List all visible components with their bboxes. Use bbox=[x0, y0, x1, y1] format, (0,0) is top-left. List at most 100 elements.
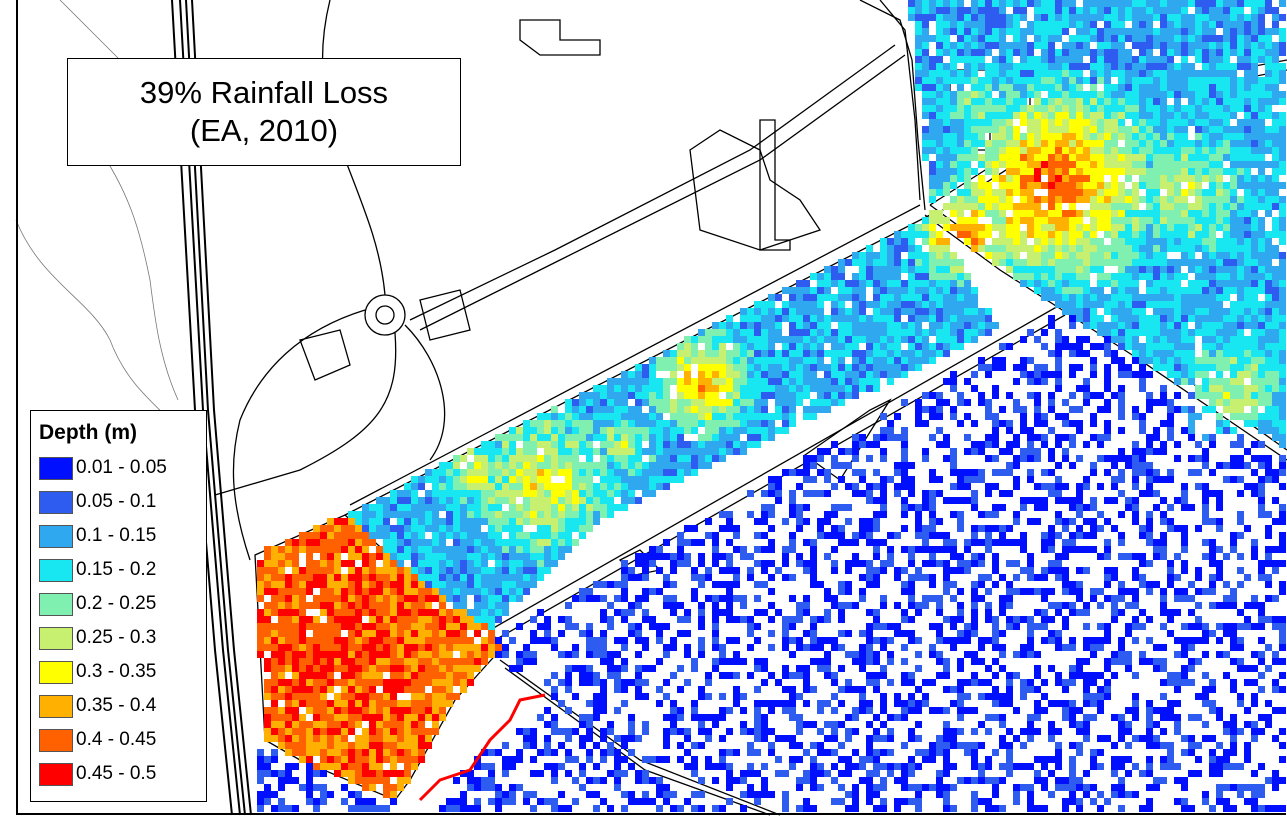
depth-cell bbox=[1139, 378, 1146, 385]
depth-cell bbox=[1076, 112, 1083, 119]
depth-cell bbox=[285, 553, 292, 560]
depth-cell bbox=[1020, 14, 1027, 21]
depth-cell bbox=[1209, 28, 1216, 35]
depth-cell bbox=[1209, 399, 1216, 406]
depth-cell bbox=[1076, 231, 1083, 238]
depth-cell bbox=[824, 336, 831, 343]
depth-cell bbox=[586, 406, 593, 413]
depth-cell bbox=[649, 399, 656, 406]
depth-cell bbox=[1048, 371, 1055, 378]
depth-cell bbox=[782, 420, 789, 427]
depth-cell bbox=[817, 364, 824, 371]
depth-cell bbox=[586, 441, 593, 448]
depth-cell bbox=[754, 343, 761, 350]
depth-cell bbox=[768, 483, 775, 490]
depth-cell bbox=[1097, 455, 1104, 462]
depth-cell bbox=[747, 378, 754, 385]
depth-cell bbox=[320, 539, 327, 546]
depth-cell bbox=[1013, 49, 1020, 56]
depth-cell bbox=[1279, 231, 1286, 238]
depth-cell bbox=[1265, 203, 1272, 210]
depth-cell bbox=[901, 245, 908, 252]
depth-cell bbox=[516, 483, 523, 490]
depth-cell bbox=[936, 231, 943, 238]
depth-cell bbox=[320, 525, 327, 532]
depth-cell bbox=[621, 497, 628, 504]
depth-cell bbox=[432, 567, 439, 574]
depth-cell bbox=[831, 378, 838, 385]
depth-cell bbox=[852, 378, 859, 385]
depth-cell bbox=[831, 511, 838, 518]
depth-cell bbox=[1202, 217, 1209, 224]
depth-cell bbox=[740, 378, 747, 385]
depth-cell bbox=[383, 574, 390, 581]
depth-cell bbox=[1034, 518, 1041, 525]
depth-cell bbox=[1258, 427, 1265, 434]
depth-cell bbox=[1251, 371, 1258, 378]
depth-cell bbox=[1216, 392, 1223, 399]
depth-cell bbox=[600, 441, 607, 448]
depth-cell bbox=[1279, 252, 1286, 259]
depth-cell bbox=[502, 567, 509, 574]
depth-cell bbox=[1167, 273, 1174, 280]
depth-cell bbox=[873, 301, 880, 308]
depth-cell bbox=[950, 91, 957, 98]
depth-cell bbox=[971, 21, 978, 28]
depth-cell bbox=[488, 483, 495, 490]
depth-cell bbox=[1041, 168, 1048, 175]
depth-cell bbox=[453, 483, 460, 490]
depth-cell bbox=[1006, 105, 1013, 112]
depth-cell bbox=[922, 525, 929, 532]
depth-cell bbox=[579, 490, 586, 497]
depth-cell bbox=[1202, 455, 1209, 462]
depth-cell bbox=[1118, 322, 1125, 329]
depth-cell bbox=[495, 574, 502, 581]
depth-cell bbox=[950, 182, 957, 189]
depth-cell bbox=[1209, 56, 1216, 63]
depth-cell bbox=[425, 567, 432, 574]
depth-cell bbox=[964, 147, 971, 154]
depth-cell bbox=[299, 567, 306, 574]
depth-cell bbox=[978, 329, 985, 336]
depth-cell bbox=[964, 336, 971, 343]
depth-cell bbox=[691, 350, 698, 357]
depth-cell bbox=[1195, 35, 1202, 42]
depth-cell bbox=[915, 0, 922, 7]
depth-cell bbox=[1181, 308, 1188, 315]
depth-cell bbox=[992, 357, 999, 364]
depth-cell bbox=[985, 455, 992, 462]
depth-cell bbox=[1251, 490, 1258, 497]
depth-cell bbox=[1111, 126, 1118, 133]
depth-cell bbox=[985, 434, 992, 441]
depth-cell bbox=[831, 462, 838, 469]
depth-cell bbox=[866, 525, 873, 532]
depth-cell bbox=[1209, 126, 1216, 133]
depth-cell bbox=[985, 14, 992, 21]
depth-cell bbox=[726, 448, 733, 455]
depth-cell bbox=[978, 28, 985, 35]
depth-cell bbox=[1048, 126, 1055, 133]
depth-cell bbox=[1139, 322, 1146, 329]
depth-cell bbox=[1055, 217, 1062, 224]
depth-cell bbox=[544, 567, 551, 574]
depth-cell bbox=[824, 385, 831, 392]
depth-cell bbox=[845, 392, 852, 399]
depth-cell bbox=[1055, 343, 1062, 350]
depth-cell bbox=[838, 357, 845, 364]
depth-cell bbox=[782, 553, 789, 560]
depth-cell bbox=[957, 84, 964, 91]
depth-cell bbox=[908, 329, 915, 336]
depth-cell bbox=[964, 231, 971, 238]
depth-cell bbox=[1083, 105, 1090, 112]
depth-cell bbox=[1195, 231, 1202, 238]
depth-cell bbox=[1090, 518, 1097, 525]
depth-cell bbox=[803, 378, 810, 385]
depth-cell bbox=[985, 63, 992, 70]
depth-cell bbox=[957, 70, 964, 77]
depth-cell bbox=[971, 497, 978, 504]
depth-cell bbox=[1216, 364, 1223, 371]
depth-cell bbox=[747, 315, 754, 322]
depth-cell bbox=[1083, 28, 1090, 35]
depth-cell bbox=[1062, 483, 1069, 490]
depth-cell bbox=[1195, 294, 1202, 301]
